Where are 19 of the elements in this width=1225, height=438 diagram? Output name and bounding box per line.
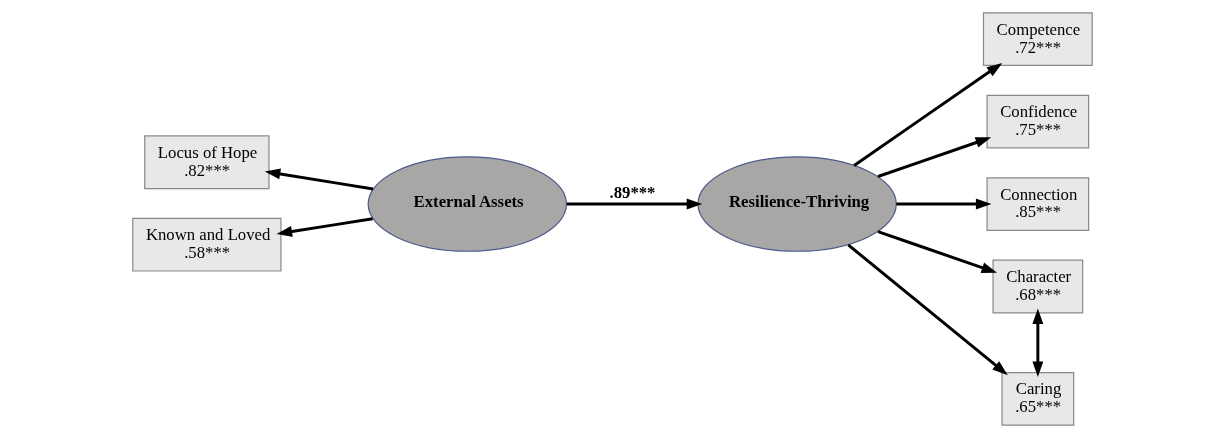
node-box: Known and Loved .58*** (132, 217, 282, 272)
arrow (853, 62, 1003, 167)
node-box: Competence .72*** (982, 12, 1093, 67)
node-ellipse: External Assets (367, 156, 568, 252)
node-box: Confidence .75*** (986, 94, 1090, 149)
arrow (264, 168, 374, 191)
edge-label: .89*** (609, 183, 656, 203)
node-box: Connection .85*** (986, 177, 1090, 231)
arrow (1032, 308, 1044, 378)
node-box: Character .68*** (992, 259, 1084, 314)
node-ellipse: Resilience-Thriving (697, 156, 897, 252)
arrow (847, 243, 1008, 376)
arrow (877, 230, 998, 273)
node-box: Caring .65*** (1001, 371, 1075, 426)
arrow (566, 198, 703, 210)
arrow (877, 137, 992, 178)
node-box: Locus of Hope .82*** (144, 135, 270, 190)
arrow (276, 217, 373, 237)
arrow (896, 198, 992, 210)
